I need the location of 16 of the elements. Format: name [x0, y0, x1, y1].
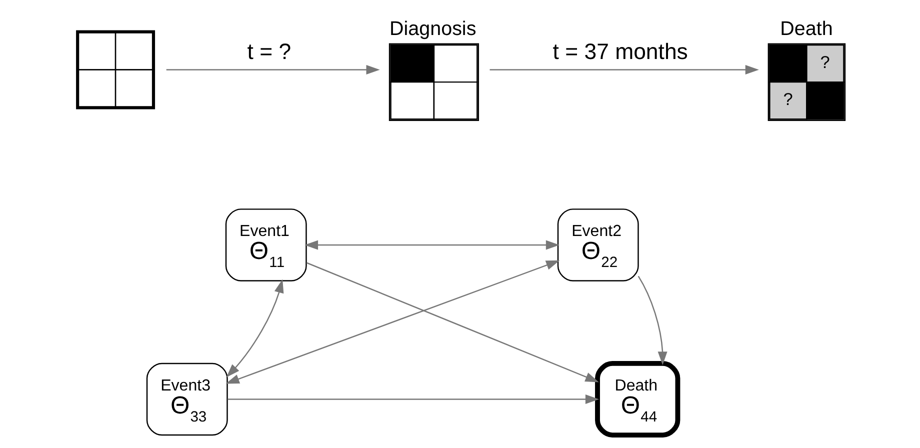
node-box: Event2 Θ$_{22}$ [556, 208, 638, 282]
node-box: Event3 Θ$_{33}$ [146, 362, 228, 436]
arrow [166, 64, 380, 74]
arrow [225, 260, 560, 384]
node-box: Death Θ$_{44}$ [594, 361, 680, 438]
arrow [227, 394, 599, 404]
node-label: Death [780, 18, 832, 40]
node-box: Event1 Θ$_{11}$ [224, 208, 306, 282]
arrow [637, 276, 667, 366]
edge-label: t = ? [246, 39, 291, 64]
arrow [304, 240, 560, 250]
edge-label: t = 37 months [552, 39, 688, 64]
node-label: Diagnosis [389, 18, 476, 40]
arrow [226, 279, 284, 378]
arrow [306, 262, 598, 382]
arrow [489, 64, 758, 74]
